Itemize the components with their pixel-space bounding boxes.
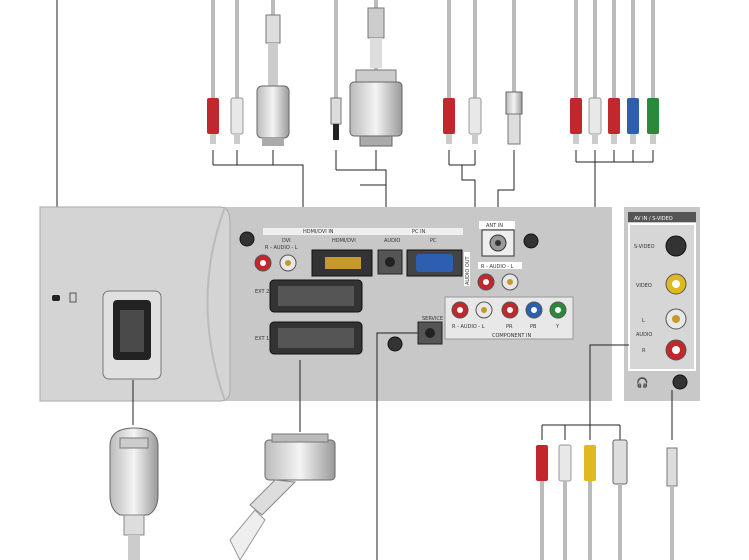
side-av-panel: AV IN / S-VIDEO S-VIDEO VIDEO L AUDIO R … — [624, 207, 700, 401]
bottom-av-plugs — [536, 439, 678, 487]
audio-out-label: AUDIO OUT — [465, 255, 471, 285]
hdmi-dvi-in-label: HDMI/DVI IN — [303, 229, 334, 235]
headphone-jack — [672, 374, 688, 390]
pr-label: PR — [506, 324, 513, 330]
side-r-label: R — [642, 348, 646, 354]
audio-out-plug-white — [468, 97, 482, 144]
component-in-label: COMPONENT IN — [492, 333, 531, 339]
hdmi-dvi-label: HDMI/DVI — [332, 238, 356, 244]
bracket-lines — [212, 150, 654, 309]
jack-round-3 — [387, 336, 403, 352]
scart-plug — [229, 433, 336, 560]
component-plugs — [570, 97, 659, 144]
antenna-plug — [505, 91, 523, 145]
y-label: Y — [555, 324, 560, 330]
side-panel-title: AV IN / S-VIDEO — [634, 216, 673, 222]
s-video-jack — [665, 235, 687, 257]
audio-out-rl-label: R - AUDIO - L — [481, 264, 514, 270]
pc-audio-label: AUDIO — [384, 238, 400, 244]
headphone-icon: 🎧 — [636, 376, 648, 389]
pc-label: PC — [430, 238, 437, 244]
dvi-label: DVI — [282, 238, 291, 244]
kensington-lock-icon — [52, 292, 77, 303]
video-label: VIDEO — [636, 283, 652, 289]
dvi-plug — [256, 14, 290, 146]
side-audio-label: AUDIO — [636, 332, 652, 338]
minijack-plug — [330, 97, 342, 140]
ant-in-label: ANT IN — [486, 223, 503, 229]
pb-label: PB — [530, 324, 537, 330]
vga-plug — [349, 7, 403, 147]
audio-out-plug-red — [443, 98, 455, 144]
dvi-audio-label: R - AUDIO - L — [265, 245, 298, 251]
s-video-label: S-VIDEO — [634, 244, 655, 250]
jack-round-2 — [523, 233, 539, 249]
service-label: SERVICE — [422, 316, 443, 322]
component-audio-label: R - AUDIO - L — [452, 324, 485, 330]
ext2-label: EXT 2 (AV) — [255, 289, 281, 295]
pc-in-label: PC IN — [412, 229, 426, 235]
power-socket — [102, 290, 162, 380]
rca-plug-red — [207, 98, 219, 144]
jack-round-1 — [239, 231, 255, 247]
power-cord-plug — [109, 427, 159, 560]
rca-plug-white — [230, 97, 244, 144]
side-l-label: L — [642, 318, 645, 324]
